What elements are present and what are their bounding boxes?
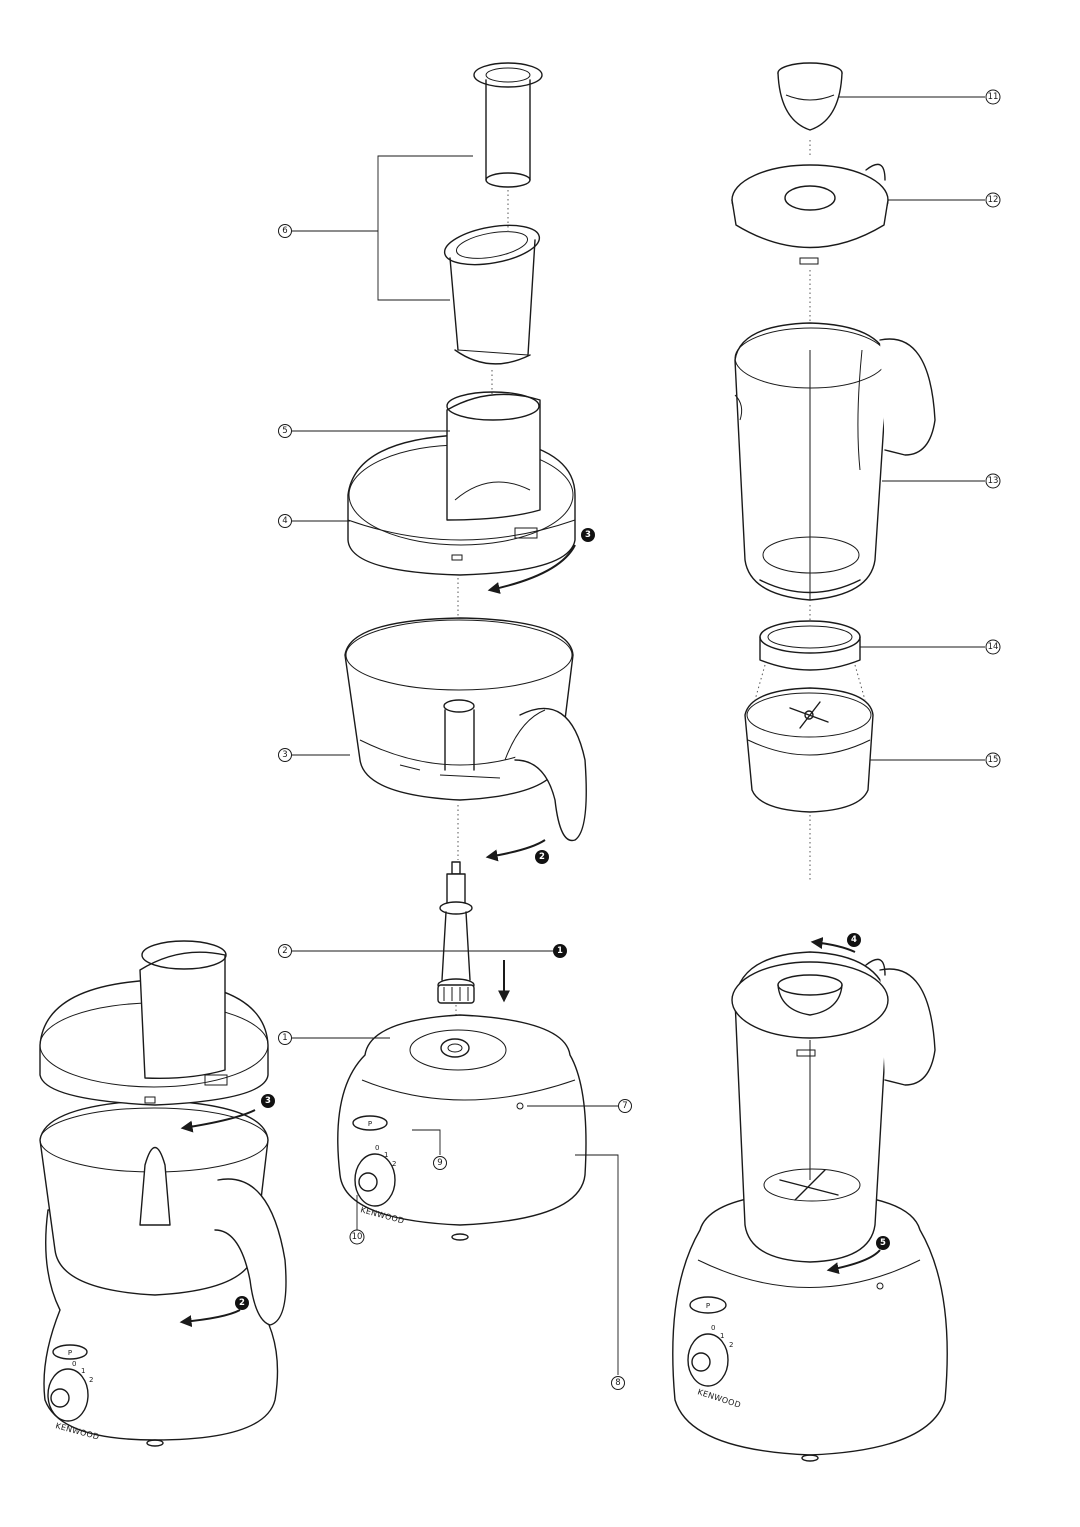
dial-label-right-0: 0 [711, 1324, 715, 1332]
pulse-label-right: P [706, 1302, 710, 1310]
svg-text:13: 13 [988, 476, 999, 486]
callout-5: 5 [278, 424, 292, 438]
svg-text:11: 11 [988, 92, 999, 102]
drive-shaft [437, 861, 475, 1004]
svg-text:6: 6 [282, 226, 287, 236]
callout-2: 2 [278, 944, 292, 958]
center-exploded-view: P 0 1 2 KENWOOD [337, 62, 587, 1241]
sealing-ring [759, 620, 861, 671]
callout-14: 14 [985, 639, 1001, 655]
lid-with-feed-tube [347, 391, 576, 576]
callout-7: 7 [618, 1099, 632, 1113]
blender-lid [731, 163, 889, 265]
dial-label-1: 1 [384, 1151, 388, 1159]
filler-cap [777, 62, 843, 131]
step-4: 4 [847, 933, 861, 947]
svg-text:4: 4 [851, 935, 857, 945]
step-1: 1 [553, 944, 567, 958]
svg-text:5: 5 [880, 1238, 886, 1248]
callout-10: 10 [349, 1229, 365, 1245]
svg-text:9: 9 [437, 1158, 442, 1168]
svg-text:2: 2 [282, 946, 287, 956]
blender-jug [734, 322, 936, 601]
pulse-label-left: P [68, 1349, 72, 1357]
callout-15: 15 [985, 752, 1001, 768]
dial-label-left-2: 2 [89, 1376, 93, 1384]
pusher-small [473, 62, 543, 188]
step-3-left: 3 [261, 1094, 275, 1108]
motor-base: P 0 1 2 KENWOOD [337, 1014, 587, 1241]
dial-label-left-1: 1 [81, 1367, 85, 1375]
svg-text:7: 7 [622, 1101, 627, 1111]
bowl [344, 617, 587, 842]
svg-text:14: 14 [988, 642, 999, 652]
svg-text:2: 2 [539, 852, 545, 862]
dial-label-left-0: 0 [72, 1360, 76, 1368]
dial-label-right-1: 1 [720, 1332, 724, 1340]
assembled-food-processor: P 0 1 2 KENWOOD [39, 940, 287, 1447]
step-arrows [179, 544, 881, 1328]
svg-text:3: 3 [282, 750, 287, 760]
svg-text:10: 10 [352, 1232, 363, 1242]
step-5: 5 [876, 1236, 890, 1250]
part-callouts: 6 5 4 3 2 1 7 9 10 8 11 12 13 14 15 [278, 89, 1001, 1390]
svg-text:12: 12 [988, 195, 999, 205]
assembled-blender: P 0 1 2 KENWOOD [672, 951, 948, 1462]
svg-text:2: 2 [239, 1298, 245, 1308]
callout-8: 8 [611, 1376, 625, 1390]
callout-11: 11 [985, 89, 1001, 105]
callout-6: 6 [278, 224, 292, 238]
blender-exploded-view [731, 62, 936, 880]
svg-text:8: 8 [615, 1378, 620, 1388]
callout-13: 13 [985, 473, 1001, 489]
dial-label-2: 2 [392, 1160, 396, 1168]
svg-text:4: 4 [282, 516, 287, 526]
svg-text:15: 15 [988, 755, 999, 765]
callout-9: 9 [433, 1156, 447, 1170]
pusher-large [443, 224, 541, 365]
step-callouts: 1 2 3 3 2 4 5 [235, 528, 890, 1310]
step-2-left: 2 [235, 1296, 249, 1310]
blade-unit [744, 687, 874, 813]
callout-3: 3 [278, 748, 292, 762]
leader-lines [292, 96, 985, 1375]
callout-4: 4 [278, 514, 292, 528]
svg-text:1: 1 [282, 1033, 287, 1043]
callout-1: 1 [278, 1031, 292, 1045]
step-2-center: 2 [535, 850, 549, 864]
callout-12: 12 [985, 192, 1001, 208]
svg-text:3: 3 [585, 530, 591, 540]
dial-label-right-2: 2 [729, 1341, 733, 1349]
dial-label-0: 0 [375, 1144, 379, 1152]
svg-text:5: 5 [282, 426, 287, 436]
step-3-center: 3 [581, 528, 595, 542]
svg-text:3: 3 [265, 1096, 271, 1106]
svg-text:1: 1 [557, 946, 563, 956]
pulse-label: P [368, 1120, 372, 1128]
